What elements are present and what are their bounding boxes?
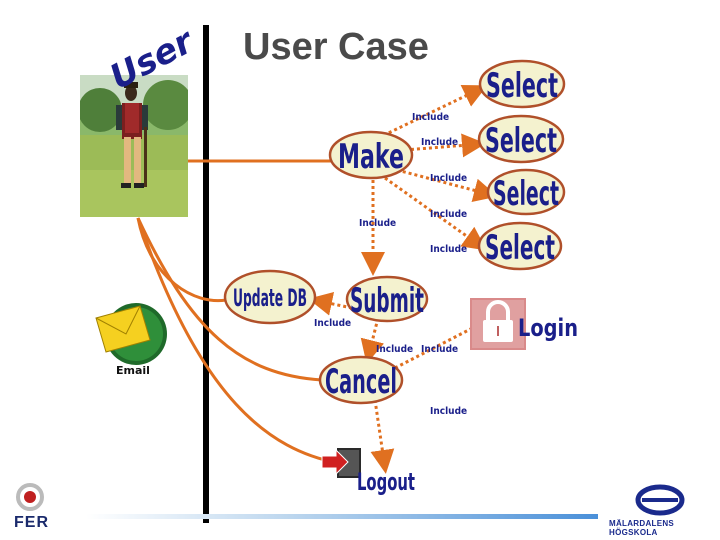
lock-icon[interactable] — [470, 298, 526, 350]
include-make-select1 — [377, 84, 488, 140]
include-make-select3 — [396, 168, 498, 203]
include-label: Include — [376, 344, 413, 355]
slide-title: User Case — [243, 26, 429, 68]
use-case-select-2-label: Select — [485, 121, 557, 161]
assoc-user-cancel — [136, 217, 323, 382]
actor-boundary-line — [203, 25, 209, 523]
include-arrows — [308, 84, 498, 474]
use-case-select-1[interactable]: Select — [478, 59, 566, 109]
include-label: Include — [430, 173, 467, 184]
logout-label: Logout — [357, 468, 415, 496]
use-case-select-1-label: Select — [486, 66, 558, 106]
use-case-cancel-label: Cancel — [325, 362, 397, 402]
footer-bar — [86, 514, 598, 519]
login-label: Login — [518, 314, 578, 342]
include-submit-updatedb — [308, 291, 353, 316]
assoc-user-updatedb — [136, 217, 227, 303]
include-label: Include — [359, 218, 396, 229]
include-label: Include — [430, 244, 467, 255]
include-make-select2 — [404, 133, 486, 158]
include-label: Include — [421, 137, 458, 148]
mdh-logo-icon — [635, 484, 685, 516]
fer-logo-icon — [16, 483, 44, 511]
use-case-select-4-label: Select — [485, 228, 555, 268]
fer-logo-text: FER — [14, 514, 49, 531]
use-case-select-2[interactable]: Select — [477, 114, 565, 164]
use-case-make-label: Make — [338, 137, 404, 177]
include-label: Include — [314, 318, 351, 329]
use-case-select-3-label: Select — [493, 174, 559, 214]
include-label: Include — [430, 209, 467, 220]
email-icon — [95, 303, 167, 365]
include-labels: Include Include Include Include Include … — [314, 112, 467, 417]
logout-door-icon[interactable] — [321, 448, 361, 478]
include-submit-cancel — [360, 317, 385, 364]
actor-photo — [80, 75, 188, 217]
use-case-select-4[interactable]: Select — [477, 221, 563, 271]
use-case-submit[interactable]: Submit — [345, 275, 429, 323]
include-label: Include — [430, 406, 467, 417]
use-case-submit-label: Submit — [350, 281, 424, 321]
use-case-cancel[interactable]: Cancel — [318, 355, 404, 405]
include-make-select4 — [384, 176, 487, 251]
include-label: Include — [421, 344, 458, 355]
actor-label: User — [103, 20, 201, 98]
email-label: Email — [116, 364, 150, 377]
use-case-update-db[interactable]: Update DB — [223, 269, 317, 325]
association-lines — [136, 159, 339, 465]
include-label: Include — [412, 112, 449, 123]
use-case-select-3[interactable]: Select — [486, 168, 566, 216]
include-cancel-logout — [370, 399, 395, 474]
use-case-make[interactable]: Make — [328, 130, 414, 180]
mdh-logo-text: MÄLARDALENS HÖGSKOLA — [609, 519, 675, 537]
assoc-user-logout — [136, 217, 339, 465]
use-case-update-db-label: Update DB — [233, 284, 307, 312]
